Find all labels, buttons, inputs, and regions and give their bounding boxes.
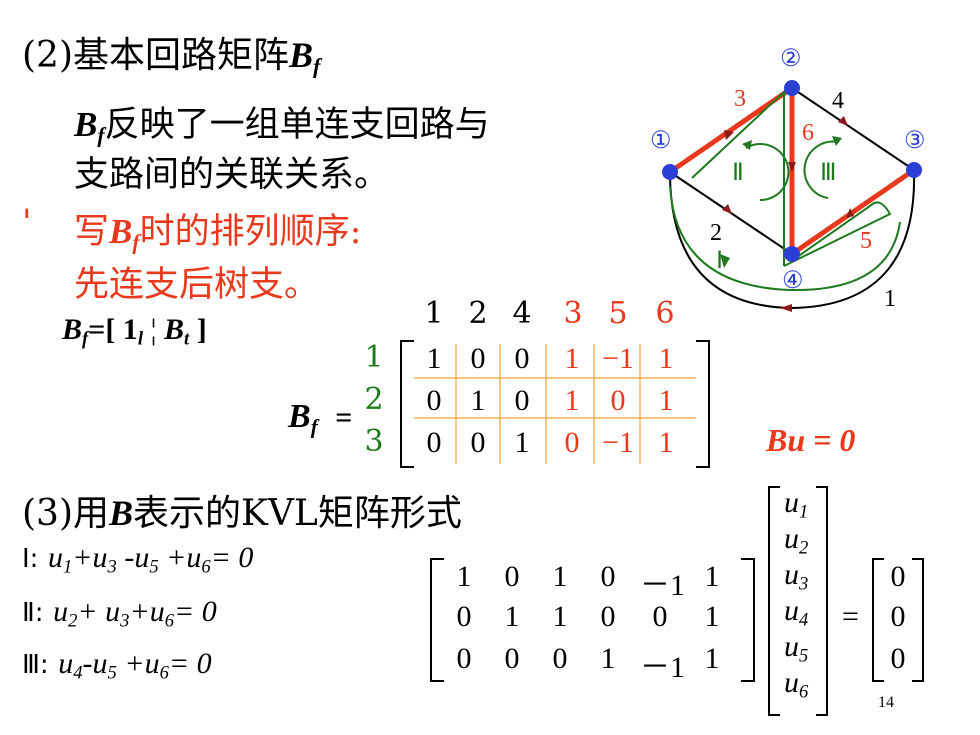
kvl-eq-3: Ⅲ: u4-u5 +u6= 0 <box>22 647 212 684</box>
branch-label-1: 1 <box>884 286 896 312</box>
loop-III-arrow-icon <box>803 140 839 199</box>
kvl-eq-2: Ⅱ: u2+ u3+u6= 0 <box>22 595 217 632</box>
bullet-line1: 写Bf时的排列顺序: <box>74 212 362 255</box>
bf-definition: Bf=[ 1l ¦ Bt ] <box>62 313 207 350</box>
node-label-4: ④ <box>782 268 804 294</box>
desc-line2: 支路间的关联关系。 <box>74 155 390 195</box>
branch-4-arrow-icon <box>838 116 848 126</box>
matrix-row-labels: 1 2 3 <box>364 340 384 459</box>
branch-label-4: 4 <box>832 88 844 114</box>
kvl-matrix: 1 0 1 0 －1 1 0 1 1 0 0 1 0 0 0 1 －1 1 <box>430 558 755 684</box>
node-label-3: ③ <box>904 128 926 154</box>
section2-heading: (2)基本回路矩阵Bf <box>22 35 321 79</box>
u5: u5 <box>784 630 809 667</box>
branch-label-5: 5 <box>860 228 872 254</box>
page-number: 14 <box>878 694 894 711</box>
loop-outline-1 <box>691 89 785 266</box>
loop-label-I: Ⅰ <box>716 248 723 274</box>
branch-4-line <box>791 87 915 171</box>
branch-5-line <box>790 167 916 257</box>
loop-II-arrow-icon <box>745 143 790 202</box>
matrix-grid <box>414 344 696 464</box>
branch-label-2: 2 <box>710 220 722 246</box>
node-4 <box>784 246 800 262</box>
u-vector: u1 u2 u3 u4 u5 u6 <box>768 486 828 716</box>
node-label-2: ② <box>780 46 802 72</box>
branch-1-arrow-icon <box>780 304 792 312</box>
branch-3-line <box>668 85 794 175</box>
bullet-line2: 先连支后树支。 <box>74 265 320 305</box>
u3: u3 <box>784 558 809 595</box>
bu-equation: Bu = 0 <box>766 422 856 458</box>
bullet-marker: ' <box>22 203 32 243</box>
matrix-column-headers: 1 2 4 3 5 6 <box>424 296 675 331</box>
branch-label-3: 3 <box>734 86 746 112</box>
u4: u4 <box>784 594 809 631</box>
loop-label-III: Ⅲ <box>820 160 837 186</box>
bf-matrix: 1 0 0 1 −1 1 0 1 0 1 0 1 0 0 1 0 −1 1 <box>400 340 710 468</box>
node-label-1: ① <box>650 128 672 154</box>
section3-heading: (3)用B表示的KVL矩阵形式 <box>22 493 462 534</box>
kvl-eq-1: Ⅰ: u1+u3 -u5 +u6= 0 <box>22 541 254 578</box>
circuit-graph: ① ② ③ ④ 1 2 3 4 5 6 Ⅰ Ⅱ Ⅲ <box>650 46 926 312</box>
branch-5-arrow-icon <box>846 208 854 218</box>
node-3 <box>906 162 922 178</box>
u1: u1 <box>784 486 809 523</box>
left-bracket <box>400 340 414 468</box>
bf-symbol: Bf <box>289 35 321 79</box>
branch-3-arrow-icon <box>724 130 734 140</box>
node-1 <box>662 164 678 180</box>
branch-label-6: 6 <box>802 120 814 146</box>
branch-6-arrow-icon <box>788 162 796 172</box>
loop-outline-2 <box>783 201 892 267</box>
rhs-vector: 0 0 0 <box>872 558 924 682</box>
matrix-label: Bf = <box>288 398 353 439</box>
desc-line1: Bf反映了一组单连支回路与 <box>74 105 490 148</box>
u2: u2 <box>784 522 809 559</box>
loop-outline-3 <box>669 185 901 292</box>
node-2 <box>784 80 800 96</box>
vector-equals: = <box>842 600 859 633</box>
loop-label-II: Ⅱ <box>732 160 744 186</box>
u6: u6 <box>784 666 809 703</box>
branch-2-arrow-icon <box>722 204 732 214</box>
right-bracket <box>696 340 710 468</box>
